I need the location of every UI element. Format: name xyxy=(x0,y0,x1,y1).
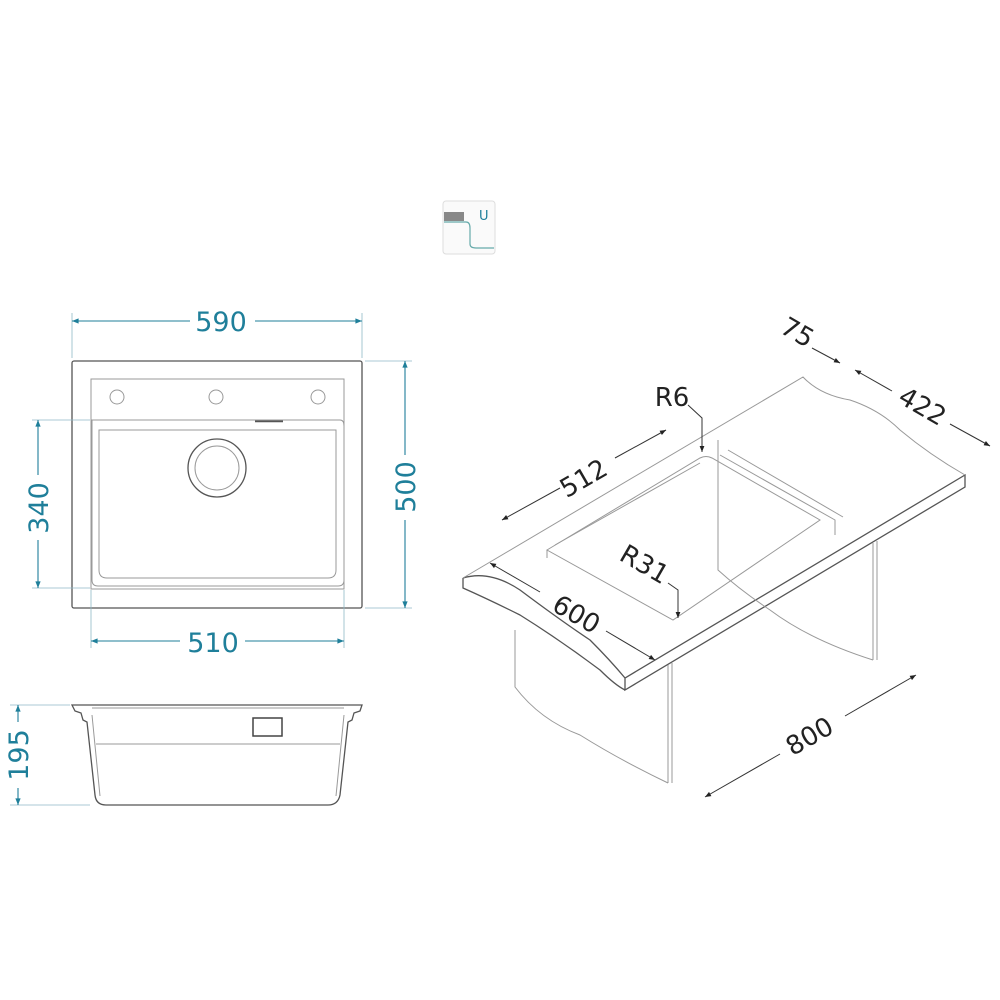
dim-422: 422 xyxy=(893,382,951,433)
drain-outer xyxy=(187,438,247,498)
tap-hole-left xyxy=(109,389,125,405)
radius-r6: R6 xyxy=(655,383,690,413)
drain-inner xyxy=(194,445,240,491)
overflow-opening xyxy=(252,717,283,737)
tap-hole-center xyxy=(208,389,224,405)
radius-r31: R31 xyxy=(614,539,673,591)
dim-width-590: 590 xyxy=(195,307,247,338)
undermount-installation-icon: U xyxy=(442,200,496,255)
dim-600: 600 xyxy=(547,590,605,641)
dim-bowl-510: 510 xyxy=(187,628,239,659)
dim-height-500: 500 xyxy=(391,461,422,513)
dim-800: 800 xyxy=(781,712,839,763)
icon-letter: U xyxy=(479,209,489,224)
isometric-installation-view: 512 600 800 422 75 R6 R31 xyxy=(462,312,991,798)
dim-bowl-340: 340 xyxy=(24,482,55,534)
top-view: 590 500 340 510 xyxy=(24,307,422,659)
tap-hole-right xyxy=(310,389,326,405)
dim-depth-195: 195 xyxy=(4,729,35,781)
dim-512: 512 xyxy=(555,454,613,505)
side-view: 195 xyxy=(4,704,363,806)
